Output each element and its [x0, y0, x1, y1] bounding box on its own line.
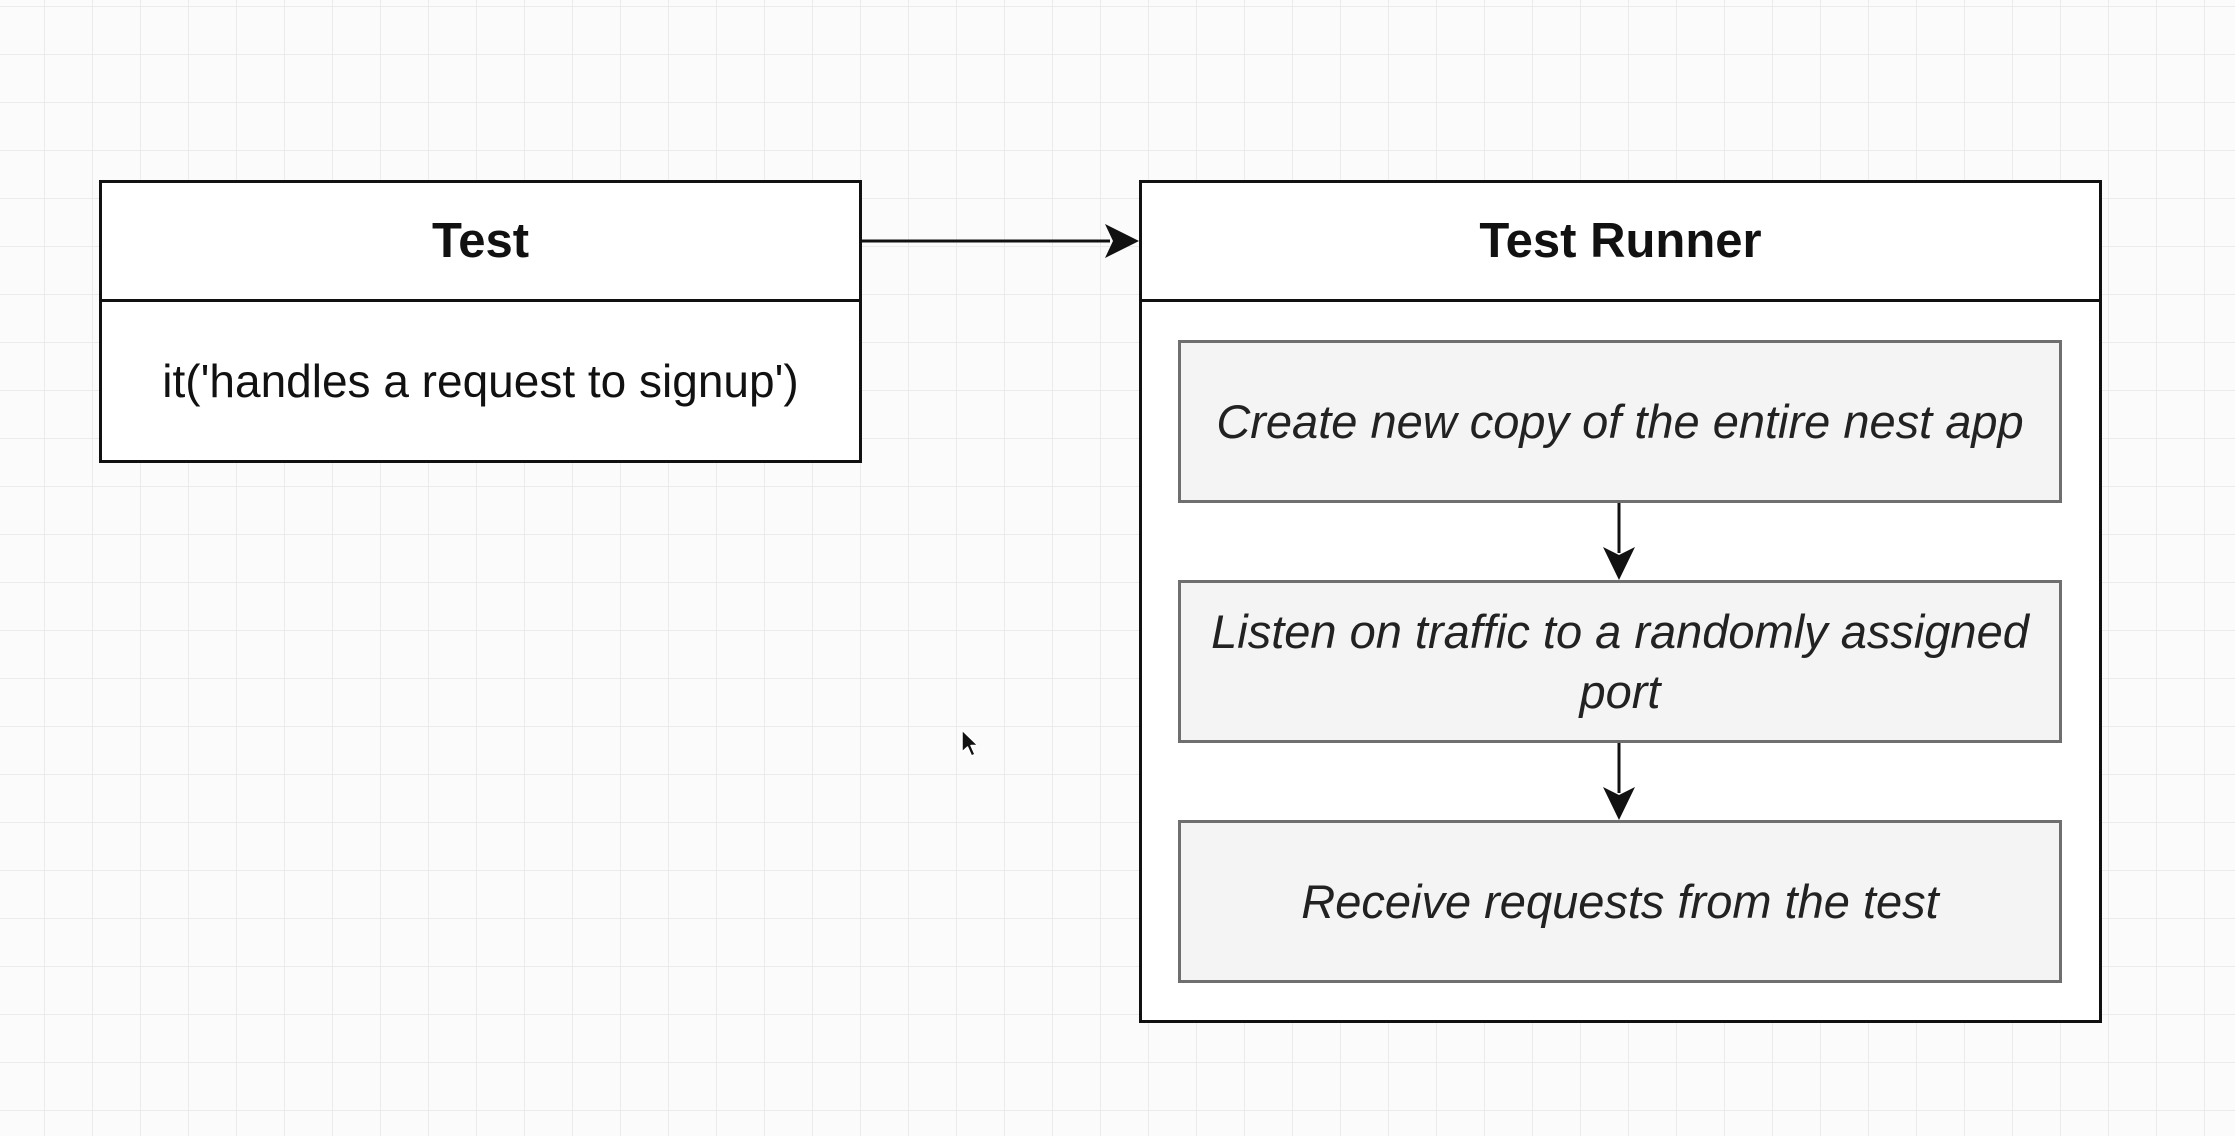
test-runner-title: Test Runner [1142, 183, 2099, 302]
cursor-icon [961, 729, 979, 757]
arrow-right-icon [862, 224, 1139, 258]
test-box-body: it('handles a request to signup') [162, 355, 799, 407]
step-receive-requests: Receive requests from the test [1178, 820, 2062, 983]
step-listen-port: Listen on traffic to a randomly assigned… [1178, 580, 2062, 743]
arrow-down-icon [1603, 743, 1635, 820]
arrow-down-icon [1603, 503, 1635, 580]
step-create-app: Create new copy of the entire nest app [1178, 340, 2062, 503]
test-box: Test it('handles a request to signup') [99, 180, 862, 463]
test-box-title: Test [102, 183, 859, 302]
